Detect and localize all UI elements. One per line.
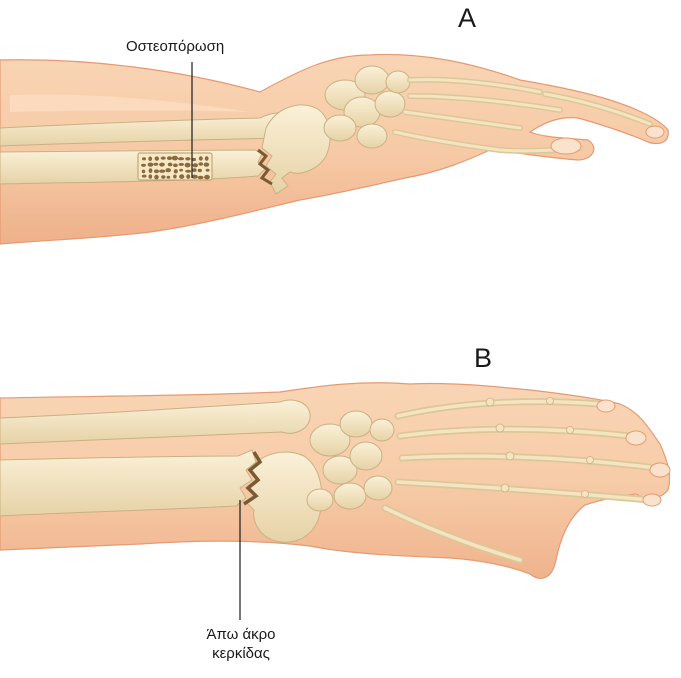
distal-radius-label-line-2: κερκίδας: [196, 644, 286, 663]
panel-b-letter: B: [474, 343, 492, 374]
bone-pore: [154, 163, 159, 166]
bone-pore: [174, 169, 178, 173]
bone-pore: [155, 156, 159, 160]
bone-pore: [179, 163, 185, 166]
panel-a-thumbnail: [551, 138, 581, 154]
bone-pore: [159, 170, 165, 173]
bone-pore: [193, 163, 199, 167]
bone-pore: [179, 174, 184, 179]
bone-pore: [141, 164, 146, 167]
bone-pore: [142, 157, 146, 160]
bone-pore: [154, 175, 159, 180]
bone-pore: [149, 174, 153, 178]
bone-pore: [185, 170, 191, 173]
bone-pore: [192, 168, 196, 172]
bone-pore: [149, 168, 153, 173]
bone-pore: [167, 156, 172, 160]
bone-pore: [205, 156, 209, 161]
osteoporosis-label: Οστεοπόρωση: [126, 38, 224, 55]
bone-pore: [148, 157, 152, 162]
bone-pore: [173, 175, 177, 179]
panel-a-letter: A: [458, 3, 476, 34]
bone-pore: [142, 175, 147, 178]
bone-pore: [198, 169, 202, 172]
bone-pore: [154, 169, 159, 173]
bone-pore: [165, 168, 171, 172]
distal-radius-label-line-1: Άπω άκρο: [196, 625, 286, 644]
bone-pore: [185, 157, 190, 160]
bone-pore: [172, 156, 178, 161]
panel-b-arm: [0, 383, 670, 579]
panel-b-radius-shaft: [0, 450, 256, 516]
bone-pore: [168, 163, 173, 167]
bone-pore: [204, 175, 210, 180]
bone-pore: [206, 169, 210, 172]
bone-pore: [148, 163, 154, 167]
bone-pore: [142, 170, 146, 174]
bone-pore: [199, 156, 203, 160]
bone-pore: [173, 164, 178, 168]
bone-pore: [161, 157, 166, 160]
bone-pore: [204, 163, 210, 167]
bone-pore: [159, 163, 165, 167]
bone-pore: [199, 162, 204, 166]
distal-radius-label: Άπω άκρο κερκίδας: [196, 625, 286, 663]
bone-pore: [186, 174, 190, 179]
panel-a-fingernail: [646, 126, 664, 138]
panel-a-arm: [0, 54, 668, 244]
bone-pore: [167, 176, 171, 179]
bone-pore: [161, 175, 165, 179]
bone-pore: [178, 157, 184, 160]
bone-pore: [179, 169, 183, 172]
bone-pore: [185, 163, 191, 168]
bone-pore: [198, 176, 204, 180]
